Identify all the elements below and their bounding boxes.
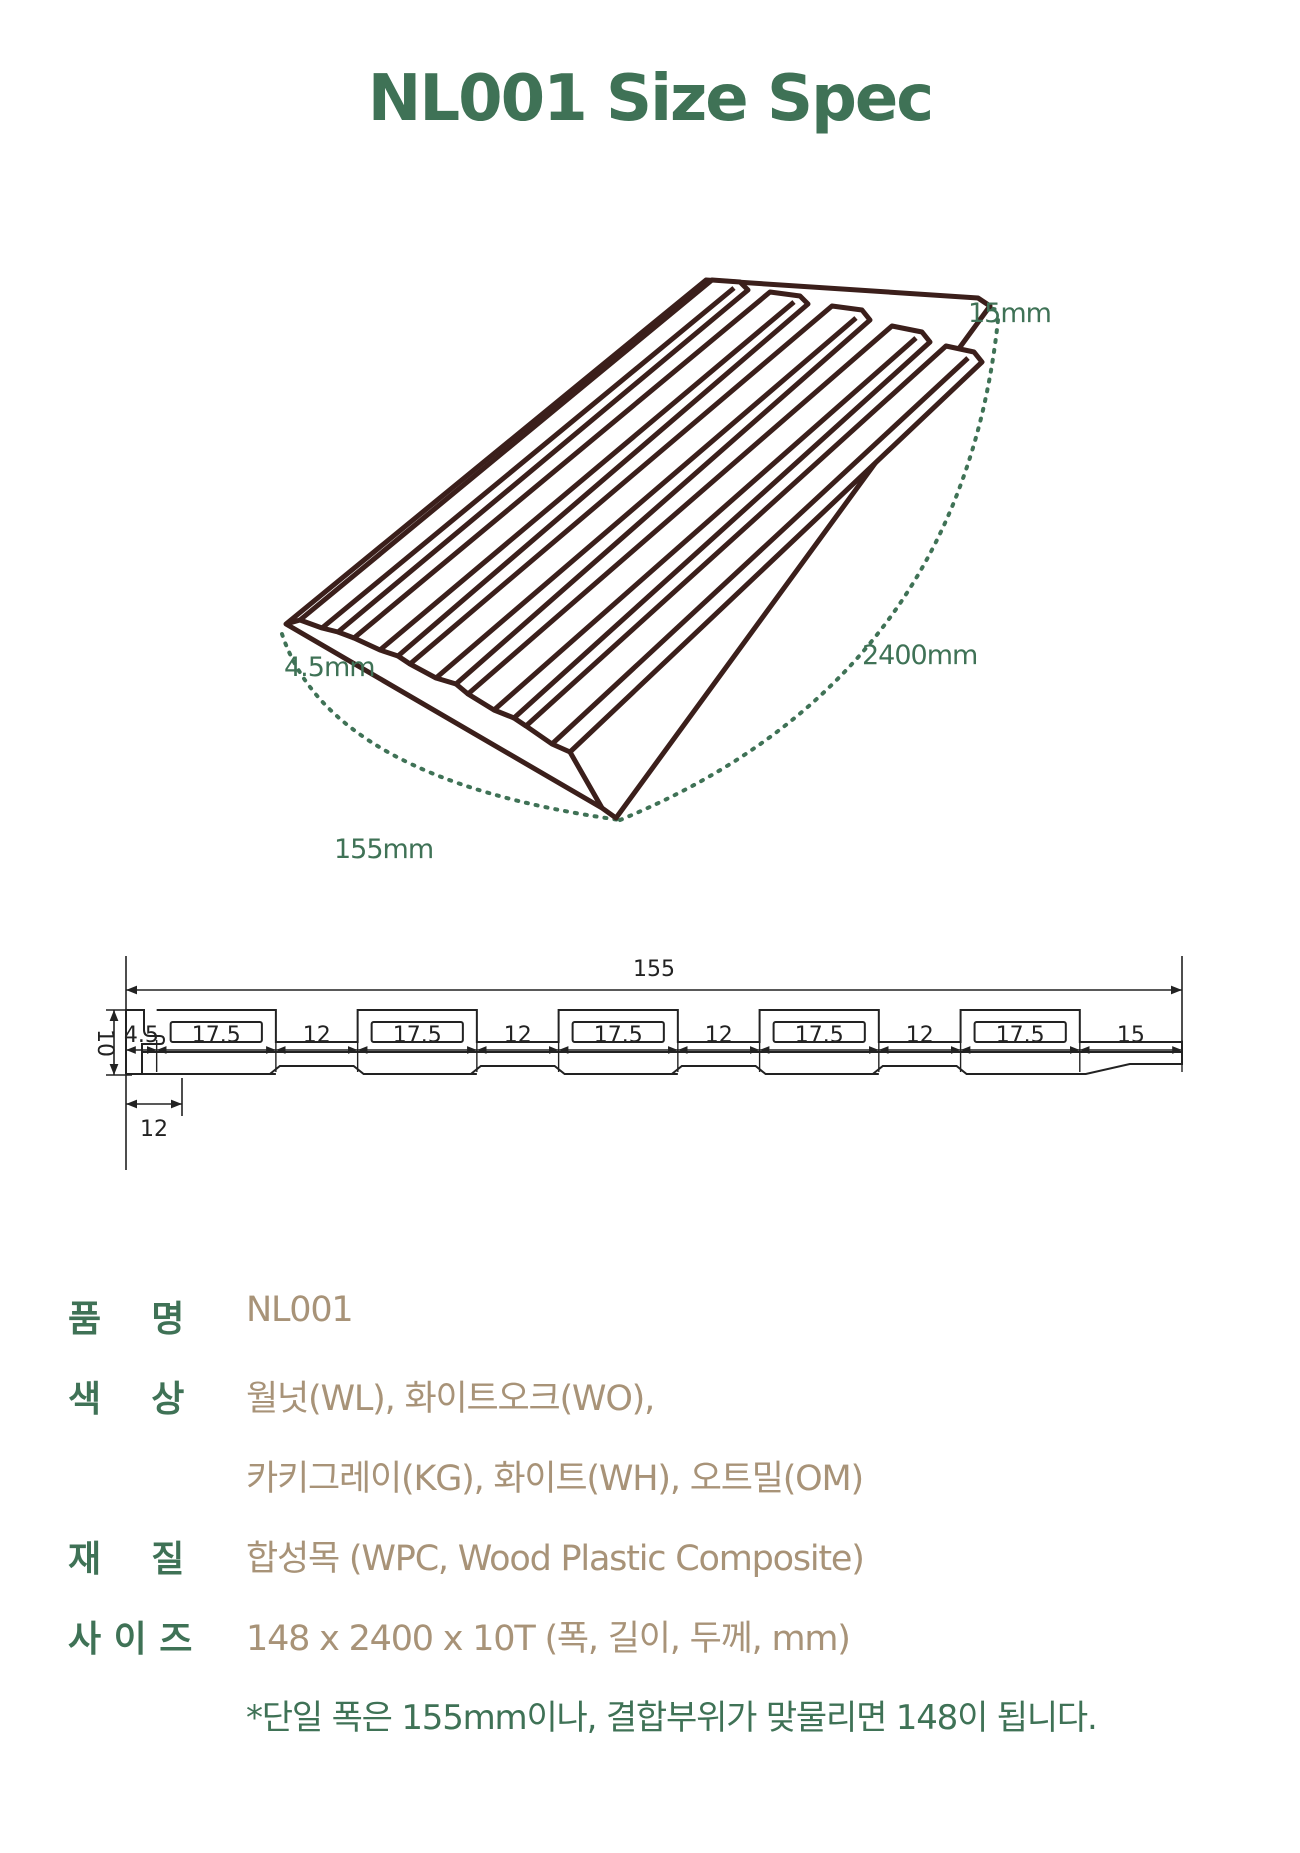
hollow-core [169,1021,263,1043]
spec-value: 148 x 2400 x 10T (폭, 길이, 두께, mm) [246,1619,851,1659]
total-width-label: 155 [633,957,675,982]
length-label: 2400mm [862,640,977,671]
spec-value: 합성목 (WPC, Wood Plastic Composite) [246,1539,865,1579]
hollow-core [973,1021,1067,1043]
page-title: NL001 Size Spec [367,62,934,136]
segment-label: 12 [303,1023,331,1048]
segment-label: 15 [1117,1023,1145,1048]
hollow-core [571,1021,665,1043]
hollow-core [772,1021,866,1043]
segment-label: 17.5 [594,1023,643,1048]
segment-label: 17.5 [795,1023,844,1048]
spec-value: 카키그레이(KG), 화이트(WH), 오트밀(OM) [246,1459,864,1499]
width-guide-dotted [280,632,622,822]
length-guide-dotted [618,318,1000,822]
segment-label: 17.5 [192,1023,241,1048]
segment-label: 12 [504,1023,532,1048]
size-footnote: *단일 폭은 155mm이나, 결합부위가 맞물리면 148이 됩니다. [246,1698,1098,1738]
hollow-core [370,1021,464,1043]
thickness-label: 15mm [968,298,1051,329]
spec-label: 사 이 즈 [68,1619,193,1660]
height-label: 10 [92,1029,117,1057]
width-label: 155mm [334,834,433,865]
profile-outline [126,1009,1183,1075]
tongue-label: 12 [140,1117,168,1142]
cross-section-profile [125,1009,166,1074]
spec-label: 품 명 [68,1299,185,1340]
profile-top-edge [142,1009,1183,1053]
spec-label: 색 상 [68,1379,185,1420]
segment-label: 12 [906,1023,934,1048]
segment-label: 12 [705,1023,733,1048]
spec-label: 재 질 [68,1539,185,1580]
isometric-panel-illustration: 15mm 2400mm 4.5mm 155mm [280,277,1052,865]
edge-label: 4.5mm [284,652,375,683]
segment-label: 17.5 [393,1023,442,1048]
profile-bottom-edge [126,1052,1183,1075]
spec-value: 월넛(WL), 화이트오크(WO), [246,1379,655,1419]
panel-drawing [283,277,993,821]
spec-value: NL001 [246,1290,354,1330]
segment-label: 17.5 [996,1023,1045,1048]
